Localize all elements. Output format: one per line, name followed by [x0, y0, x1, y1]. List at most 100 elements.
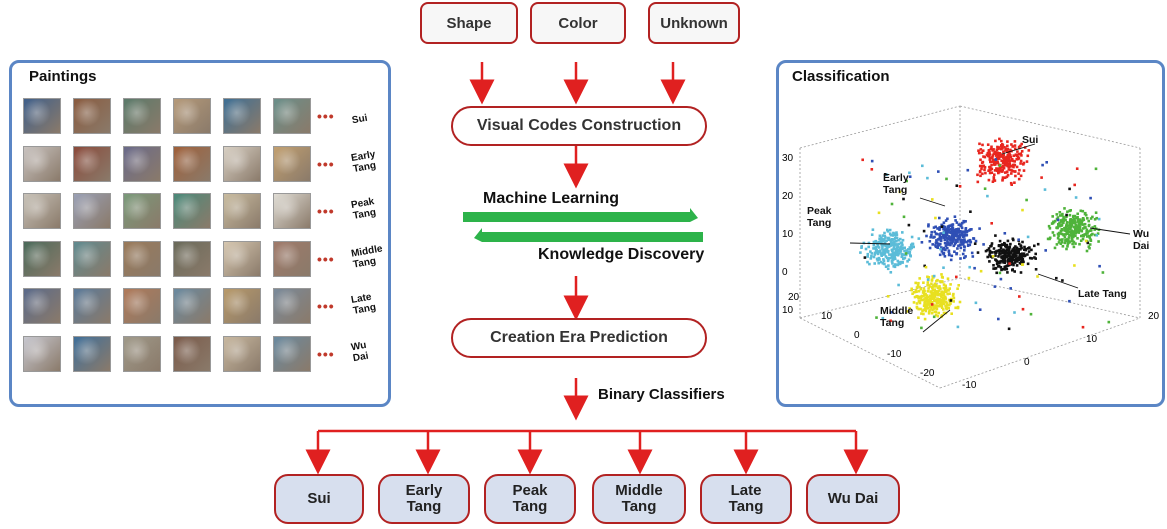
scatter-point-late_tang: [1010, 256, 1014, 259]
scatter-outlier: [1081, 325, 1085, 329]
scatter-point-sui: [1026, 154, 1030, 158]
scatter-point-middle_tang: [923, 300, 927, 304]
x-tick: 0: [854, 330, 860, 341]
scatter-point-peak_tang: [874, 241, 877, 244]
scatter-point-middle_tang: [918, 295, 921, 299]
scatter-point-sui: [997, 147, 1000, 151]
scatter-outlier: [875, 316, 878, 319]
scatter-outlier: [870, 159, 874, 163]
scatter-point-sui: [993, 160, 996, 164]
scatter-point-middle_tang: [949, 300, 952, 304]
scatter-point-peak_tang: [893, 263, 897, 266]
scatter-point-late_tang: [990, 244, 993, 247]
scatter-outlier: [1009, 287, 1012, 290]
scatter-point-peak_tang: [877, 250, 880, 253]
scatter-point-early_tang: [972, 237, 975, 240]
scatter-point-middle_tang: [916, 295, 919, 298]
scatter-point-wu_dai: [1072, 240, 1076, 244]
scatter-point-wu_dai: [1073, 229, 1076, 233]
scatter-point-wu_dai: [1093, 225, 1097, 228]
scatter-point-early_tang: [927, 224, 930, 228]
scatter-point-wu_dai: [1058, 221, 1061, 225]
scatter-point-sui: [1019, 162, 1022, 165]
scatter-point-early_tang: [965, 240, 968, 244]
scatter-point-late_tang: [1028, 256, 1032, 260]
scatter-point-peak_tang: [897, 261, 901, 265]
scatter-point-sui: [1003, 176, 1007, 179]
scatter-outlier: [990, 222, 993, 225]
scatter-point-wu_dai: [1087, 245, 1091, 248]
scatter-point-early_tang: [951, 225, 954, 228]
scatter-point-peak_tang: [881, 234, 885, 237]
scatter-point-late_tang: [1001, 243, 1005, 246]
scatter-point-early_tang: [961, 221, 964, 225]
scatter-point-peak_tang: [872, 255, 876, 259]
scatter-point-late_tang: [994, 250, 998, 253]
scatter-point-early_tang: [945, 242, 948, 245]
scatter-point-peak_tang: [906, 248, 910, 251]
scatter-point-early_tang: [930, 233, 933, 237]
scatter-point-peak_tang: [901, 238, 905, 242]
x-tick: 20: [788, 292, 800, 303]
scatter-outlier: [1041, 163, 1044, 167]
z-tick: 10: [782, 229, 794, 240]
scatter-point-wu_dai: [1068, 223, 1072, 226]
scatter-outlier: [997, 317, 1000, 321]
scatter-point-early_tang: [962, 220, 966, 224]
scatter-point-sui: [982, 164, 986, 168]
scatter-point-middle_tang: [956, 287, 959, 290]
painting-thumbnail: [73, 98, 111, 134]
scatter-point-wu_dai: [1053, 246, 1057, 250]
scatter-point-middle_tang: [944, 295, 947, 299]
scatter-point-wu_dai: [1063, 207, 1066, 210]
scatter-outlier: [926, 176, 929, 180]
scatter-point-sui: [990, 163, 993, 167]
painting-thumbnail: [123, 288, 161, 324]
scatter-point-wu_dai: [1061, 238, 1064, 241]
scatter-point-peak_tang: [881, 247, 884, 250]
scatter-point-late_tang: [1015, 249, 1018, 253]
scatter-point-wu_dai: [1057, 234, 1060, 237]
scatter-point-late_tang: [996, 249, 999, 253]
scatter-point-sui: [998, 170, 1001, 174]
scatter-point-wu_dai: [1073, 214, 1077, 218]
scatter-point-sui: [994, 139, 997, 143]
scatter-point-wu_dai: [1093, 228, 1096, 231]
scatter-point-late_tang: [1033, 244, 1036, 248]
scatter-point-middle_tang: [924, 309, 928, 313]
scatter-point-late_tang: [998, 239, 1002, 243]
scatter-point-middle_tang: [914, 290, 918, 294]
scatter-point-peak_tang: [899, 245, 903, 248]
scatter-point-late_tang: [1016, 258, 1019, 261]
scatter-point-middle_tang: [957, 284, 960, 287]
scatter-outlier: [1097, 217, 1101, 221]
scatter-point-sui: [1014, 174, 1017, 178]
scatter-point-wu_dai: [1065, 247, 1068, 251]
scatter-point-early_tang: [962, 230, 965, 233]
scatter-point-early_tang: [974, 239, 978, 243]
scatter-outlier: [1075, 167, 1079, 170]
scatter-point-peak_tang: [899, 237, 902, 241]
scatter-point-early_tang: [963, 230, 967, 234]
scatter-point-sui: [1020, 150, 1024, 153]
scatter-outlier: [949, 299, 953, 302]
scatter-point-middle_tang: [925, 296, 929, 300]
painting-thumbnail: [273, 335, 311, 372]
scatter-point-late_tang: [1023, 254, 1026, 257]
scatter-point-wu_dai: [1089, 238, 1092, 241]
scatter-point-late_tang: [1023, 245, 1026, 249]
scatter-point-sui: [1006, 140, 1009, 143]
scatter-point-late_tang: [988, 249, 992, 253]
scatter-point-early_tang: [946, 239, 949, 243]
scatter-point-middle_tang: [925, 294, 929, 297]
scatter-point-peak_tang: [901, 261, 904, 264]
scatter-outlier: [1055, 276, 1058, 280]
scatter-point-middle_tang: [927, 283, 930, 287]
scatter-outlier: [881, 316, 885, 320]
scatter-point-peak_tang: [877, 256, 881, 260]
scatter-point-late_tang: [1021, 240, 1024, 244]
scatter-point-late_tang: [1023, 248, 1026, 251]
scatter-point-sui: [1020, 142, 1023, 146]
scatter-point-late_tang: [992, 264, 995, 267]
scatter-point-early_tang: [955, 231, 959, 235]
